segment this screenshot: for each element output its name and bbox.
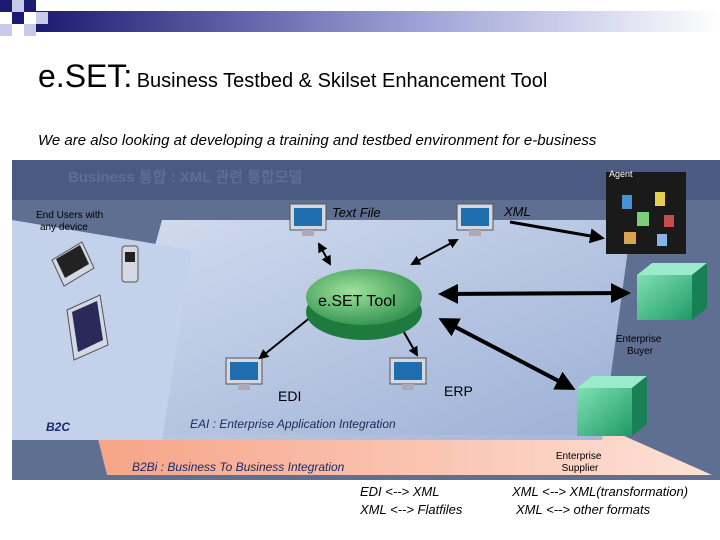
b2bi-label: B2Bi : Business To Business Integration xyxy=(132,460,345,474)
edi-computer-icon xyxy=(225,357,263,390)
b2c-label: B2C xyxy=(46,420,70,434)
laptop-icon xyxy=(51,241,95,287)
erp-label: ERP xyxy=(444,383,473,399)
tablet-icon xyxy=(66,294,109,361)
text-file-computer-icon xyxy=(289,203,327,236)
enterprise-buyer-label: Enterprise Buyer xyxy=(616,334,664,357)
erp-computer-icon xyxy=(389,357,427,390)
eset-tool-core xyxy=(306,269,422,340)
note-edi-xml: EDI <--> XML xyxy=(360,484,440,499)
text-file-label: Text File xyxy=(332,205,381,220)
agent-label: Agent xyxy=(609,169,633,179)
note-xml-flatfiles: XML <--> Flatfiles xyxy=(360,502,463,517)
banner-text: Business 통합 : XML 관련 통합모델 xyxy=(68,168,303,186)
xml-label: XML xyxy=(503,204,531,219)
enterprise-supplier-box xyxy=(577,376,647,436)
note-xml-other: XML <--> other formats xyxy=(516,502,651,517)
title-main: e.SET: xyxy=(38,58,133,94)
phone-icon xyxy=(121,245,139,283)
slide-subtitle: We are also looking at developing a trai… xyxy=(38,132,597,149)
note-xml-transformation: XML <--> XML(transformation) xyxy=(512,484,689,499)
header-bar xyxy=(0,0,720,36)
enterprise-supplier-label: Enterprise Supplier xyxy=(556,451,604,474)
integration-diagram: Business 통합 : XML 관련 통합모델 Agent End User… xyxy=(12,160,720,480)
slide-title: e.SET: Business Testbed & Skilset Enhanc… xyxy=(38,58,547,95)
end-users-label: End Users with any device xyxy=(36,210,106,233)
xml-computer-icon xyxy=(456,203,494,236)
enterprise-buyer-box xyxy=(637,263,707,320)
connection-arrows xyxy=(258,220,631,390)
edi-label: EDI xyxy=(278,388,301,404)
eai-label: EAI : Enterprise Application Integration xyxy=(190,417,396,431)
b2bi-platform xyxy=(97,435,712,475)
title-rest: Business Testbed & Skilset Enhancement T… xyxy=(136,70,548,92)
eset-tool-label: e.SET Tool xyxy=(318,293,396,310)
